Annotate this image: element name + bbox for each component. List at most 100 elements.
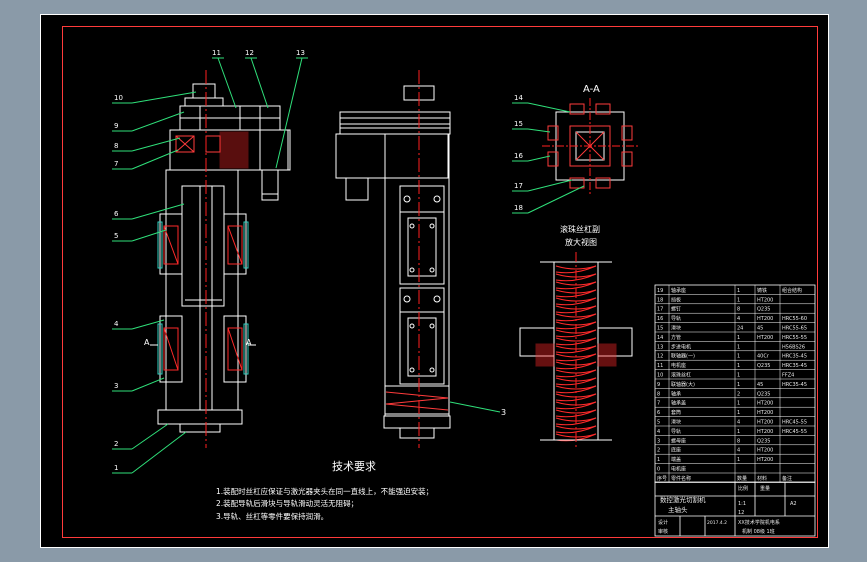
parts-table-cell: 1: [737, 354, 740, 360]
school-line-1: XX技术学院机电系: [738, 519, 780, 526]
school-line-2: 机制 08级 1班: [742, 528, 775, 535]
leader-line-top: [217, 57, 237, 109]
parts-table-header-cell: 序号: [657, 475, 667, 482]
parts-table-cell: 45: [757, 326, 763, 332]
title-line-1: 数控激光切割机: [660, 495, 706, 504]
parts-table-cell: 端盖: [671, 456, 681, 463]
thread-turn: [555, 409, 597, 418]
parts-table-cell: 滚珠丝杠: [671, 372, 691, 379]
parts-table-cell: 7: [657, 401, 660, 407]
leader-line-top: [275, 57, 303, 169]
parts-table-header-cell: 数量: [737, 475, 747, 482]
side-block-4: [399, 311, 445, 385]
parts-table-cell: 17: [657, 307, 663, 313]
parts-table-header-cell: 备注: [782, 475, 792, 482]
parts-table-cell: HT200: [757, 410, 773, 416]
parts-table-cell: HRC55-65: [782, 326, 807, 332]
weight-label: 重量: [760, 485, 770, 492]
requirement-1: 1.装配时丝杠应保证与激光器夹头在同一直线上，不能强迫安装；: [216, 486, 433, 496]
thread-turn: [555, 273, 597, 282]
parts-table-cell: 8: [737, 307, 740, 313]
parts-table-cell: 1: [737, 344, 740, 350]
parts-table-cell: 1: [737, 457, 740, 463]
slider-upper-left: [159, 213, 183, 275]
thread-turn: [555, 401, 597, 410]
parts-table-cell: 45: [757, 382, 763, 388]
parts-table-cell: 底座: [671, 447, 681, 454]
title-block: [654, 481, 816, 537]
outer-frame: [40, 14, 829, 548]
leader-line-left: [131, 149, 179, 170]
nut-right: [597, 327, 633, 357]
parts-table-cell: H56BS26: [782, 344, 805, 350]
parts-table-cell: 套筒: [671, 409, 681, 416]
ball-screw-caption-2: 放大视图: [565, 237, 597, 247]
parts-table-cell: 组合结构: [782, 287, 802, 294]
parts-table-cell: 1: [737, 363, 740, 369]
parts-table-cell: HRC35-45: [782, 382, 807, 388]
parts-table-cell: 14: [657, 335, 663, 341]
thread-turn: [555, 345, 597, 354]
leader-label-left: 1: [114, 464, 118, 472]
parts-table-cell: 步进电机: [671, 343, 691, 350]
parts-table-cell: 11: [657, 363, 663, 369]
slider-upper-right: [223, 213, 247, 275]
side-view: [335, 70, 451, 448]
parts-table-cell: 螺母座: [671, 437, 686, 444]
parts-table-cell: HRC35-45: [782, 363, 807, 369]
parts-table-cell: 1: [737, 410, 740, 416]
parts-table-cell: Q235: [757, 438, 770, 444]
leader-label-left: 3: [114, 382, 118, 390]
leader-label-left: 6: [114, 210, 119, 218]
parts-table-cell: 4: [737, 316, 740, 322]
leader-label-top: 13: [296, 49, 305, 57]
thread-turn: [555, 313, 597, 322]
ball-screw-view: [519, 252, 633, 450]
parts-table-cell: HT200: [757, 401, 773, 407]
requirement-2: 2.装配导轨后滑块与导轨滑动灵活无阻碍；: [216, 498, 358, 508]
section-mark-left: A: [144, 338, 150, 347]
parts-table-cell: 18: [657, 297, 663, 303]
thread-turn: [555, 377, 597, 386]
parts-table-cell: HT200: [757, 335, 773, 341]
thread-turn: [555, 417, 597, 426]
parts-table-cell: HT200: [757, 420, 773, 426]
parts-table-cell: 6: [657, 410, 660, 416]
thread-turn: [555, 289, 597, 298]
parts-table-cell: 3: [657, 438, 660, 444]
qty-label: 12: [738, 510, 744, 516]
parts-table-cell: 1: [737, 288, 740, 294]
leader-line-left: [131, 423, 169, 450]
parts-table-cell: FFZ4: [782, 373, 794, 379]
inner-frame: [62, 26, 818, 538]
parts-table-cell: HRC55-60: [782, 316, 807, 322]
parts-table-cell: 滑块: [671, 325, 681, 332]
thread-turn: [555, 353, 597, 362]
leader-line-section: [527, 102, 571, 113]
base-cap: [179, 423, 221, 433]
parts-table-cell: 12: [657, 354, 663, 360]
parts-table-cell: 导轨: [671, 428, 681, 435]
parts-table-cell: 19: [657, 288, 663, 294]
parts-table-cell: HRC45-55: [782, 420, 807, 426]
parts-table-cell: 1: [737, 335, 740, 341]
thread-turn: [555, 425, 597, 434]
motor-shaft: [261, 169, 279, 195]
side-column: [384, 133, 450, 415]
leader-label-left: 4: [114, 320, 119, 328]
leader-line-section: [527, 155, 551, 162]
parts-table-cell: 8: [737, 438, 740, 444]
parts-table-cell: 4: [657, 429, 660, 435]
parts-table-cell: 0: [657, 467, 660, 473]
parts-table-cell: 10: [657, 373, 663, 379]
leader-right-label: 3: [501, 408, 506, 417]
leader-label-top: 11: [212, 49, 221, 57]
parts-table-cell: 13: [657, 344, 663, 350]
parts-table-cell: Q235: [757, 363, 770, 369]
parts-table-header-cell: 零件名称: [671, 475, 691, 482]
parts-table-cell: HRC45-55: [782, 429, 807, 435]
thread-turn: [555, 265, 597, 274]
parts-table-cell: 轴承盖: [671, 400, 686, 407]
